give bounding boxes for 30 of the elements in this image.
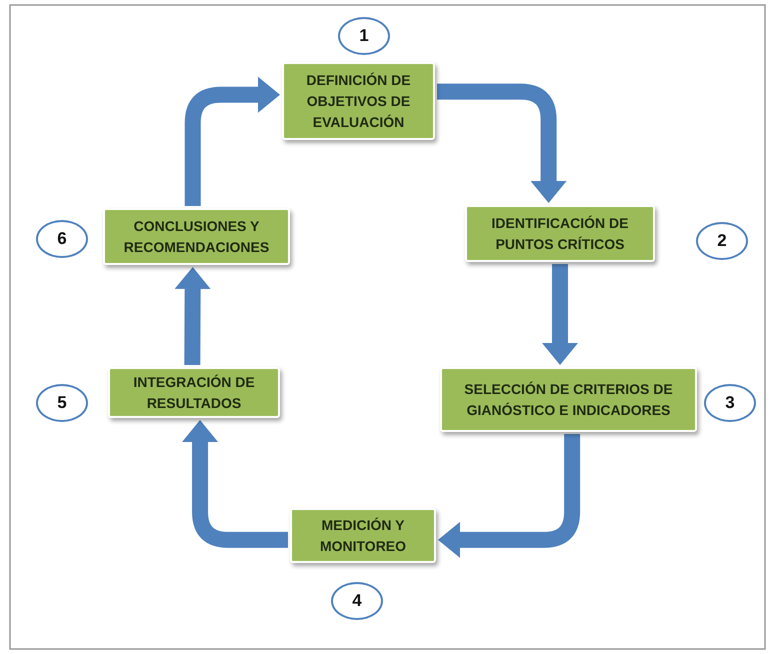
step-label: 3 xyxy=(724,392,736,414)
step-number-circle xyxy=(36,220,88,258)
process-box xyxy=(282,62,435,140)
step-label: DEFINICIÓN DE OBJETIVOS DE EVALUACIÓN xyxy=(305,70,412,132)
step-label: 6 xyxy=(56,228,68,250)
step-label: 2 xyxy=(716,230,728,252)
step-label: CONCLUSIONES Y RECOMENDACIONES xyxy=(122,216,270,256)
step-label: 1 xyxy=(358,25,370,48)
block-arrow xyxy=(184,76,280,206)
block-arrow xyxy=(542,264,578,365)
block-arrow xyxy=(437,84,567,203)
block-arrow xyxy=(182,420,288,548)
step-label: MEDICIÓN Y MONITOREO xyxy=(318,516,408,556)
step-number-circle xyxy=(696,222,748,260)
step-label: SELECCIÓN DE CRITERIOS DE GIANÓSTICO E INDICADORES xyxy=(463,380,674,420)
step-number-circle xyxy=(338,17,390,55)
process-box xyxy=(108,367,280,418)
step-number-circle xyxy=(704,384,756,422)
step-label: IDENTIFICACIÓN DE PUNTOS CRÍTICOS xyxy=(490,214,630,254)
step-number-circle xyxy=(36,384,88,422)
step-label: 5 xyxy=(56,392,68,414)
process-box xyxy=(103,208,290,265)
step-label: INTEGRACIÓN DE RESULTADOS xyxy=(132,372,256,412)
block-arrow xyxy=(438,434,580,558)
process-box xyxy=(465,205,655,262)
block-arrow xyxy=(174,267,211,366)
step-label: 4 xyxy=(351,590,363,612)
process-box xyxy=(290,508,436,563)
process-box xyxy=(440,367,697,432)
step-number-circle xyxy=(331,582,383,620)
